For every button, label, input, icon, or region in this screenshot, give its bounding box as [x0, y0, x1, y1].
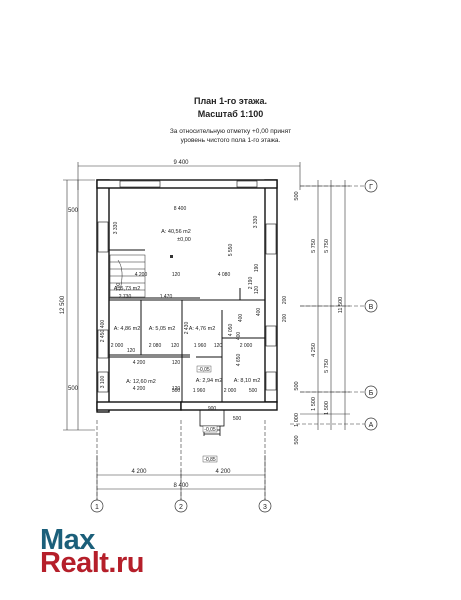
svg-text:2 450: 2 450 [100, 330, 106, 343]
svg-text:500: 500 [172, 388, 181, 394]
svg-text:4 050: 4 050 [228, 324, 234, 337]
dim-bottom-right: 4 200 [215, 469, 231, 475]
dim-bottom-overall: 8 400 [173, 483, 189, 489]
axis-label-g: Г [369, 184, 373, 191]
svg-text:5 750: 5 750 [324, 239, 330, 253]
svg-text:5 750: 5 750 [324, 359, 330, 373]
svg-text:2 080: 2 080 [149, 343, 162, 349]
svg-text:5 750: 5 750 [311, 239, 317, 253]
svg-text:120: 120 [172, 386, 181, 392]
axis-marker-v [364, 299, 378, 313]
dim-bottom-left: 4 200 [131, 469, 147, 475]
svg-text:4 200: 4 200 [135, 272, 148, 278]
svg-text:1 960: 1 960 [193, 388, 206, 394]
svg-text:500: 500 [233, 416, 242, 422]
level-mark-3: -0,85 [204, 457, 216, 463]
axis-marker-2 [174, 499, 188, 513]
svg-text:3 100: 3 100 [100, 376, 106, 389]
wall-bottom-left [96, 401, 182, 411]
svg-text:1 000: 1 000 [294, 413, 300, 427]
room-level-living: ±0,00 [177, 237, 191, 243]
room-area-2: A: 5,05 m2 [149, 326, 176, 332]
svg-text:2 000: 2 000 [240, 343, 253, 349]
svg-text:2 430: 2 430 [184, 322, 190, 335]
axis-marker-b [364, 385, 378, 399]
room-area-1: A: 4,86 m2 [114, 326, 141, 332]
svg-text:5 550: 5 550 [228, 244, 234, 257]
svg-text:1 470: 1 470 [160, 294, 173, 300]
svg-text:400: 400 [256, 308, 262, 317]
center-marker [170, 255, 173, 258]
dim-left-small-2: 500 [68, 386, 79, 392]
room-area-4: A: 8,10 m2 [234, 378, 261, 384]
dim-top-overall: 9 400 [173, 160, 189, 166]
svg-text:2 730: 2 730 [119, 294, 132, 300]
wall-top [96, 179, 278, 189]
svg-text:4 080: 4 080 [218, 272, 231, 278]
svg-text:3 330: 3 330 [253, 216, 259, 229]
svg-text:1 500: 1 500 [324, 401, 330, 415]
svg-text:400: 400 [100, 320, 106, 329]
svg-text:500: 500 [249, 388, 258, 394]
svg-text:3 330: 3 330 [113, 222, 119, 235]
svg-text:8 400: 8 400 [174, 206, 187, 212]
wall-bottom-right [180, 401, 278, 411]
svg-text:120: 120 [172, 360, 181, 366]
plan-note-line1: За относительную отметку +0,00 принят [169, 128, 292, 135]
svg-text:400: 400 [236, 332, 242, 341]
svg-text:4 200: 4 200 [133, 386, 146, 392]
svg-text:2 190: 2 190 [248, 277, 254, 290]
svg-text:500: 500 [294, 381, 300, 390]
room-area-living: A: 40,56 m2 [161, 229, 191, 235]
svg-text:4 650: 4 650 [236, 354, 242, 367]
staircase [109, 254, 146, 298]
axis-label-v: В [369, 304, 374, 311]
svg-text:100: 100 [116, 283, 122, 292]
plan-scale: Масштаб 1:100 [197, 109, 264, 119]
watermark-line1: Max [40, 524, 95, 556]
svg-text:500: 500 [294, 435, 300, 444]
svg-text:2 000: 2 000 [111, 343, 124, 349]
axis-label-2: 2 [179, 504, 183, 511]
wall-right [264, 179, 278, 403]
dim-left-overall: 12 500 [60, 295, 66, 314]
svg-text:4 200: 4 200 [133, 360, 146, 366]
svg-text:190: 190 [254, 264, 260, 273]
svg-text:4 250: 4 250 [311, 343, 317, 357]
level-mark-2: -0,05 [204, 427, 216, 433]
svg-text:120: 120 [127, 348, 136, 354]
svg-text:200: 200 [282, 314, 288, 323]
svg-text:120: 120 [171, 343, 180, 349]
svg-text:2 000: 2 000 [224, 388, 237, 394]
svg-text:1 500: 1 500 [311, 397, 317, 411]
room-area-3: A: 4,76 m2 [189, 326, 216, 332]
axis-marker-1 [90, 499, 104, 513]
svg-text:500: 500 [294, 191, 300, 200]
svg-text:1 960: 1 960 [194, 343, 207, 349]
axis-label-3: 3 [263, 504, 267, 511]
svg-text:400: 400 [238, 314, 244, 323]
svg-text:900: 900 [208, 406, 217, 412]
room-area-stair: A: 5,73 m2 [114, 286, 141, 292]
svg-text:11 500: 11 500 [338, 297, 344, 313]
watermark-line2: Realt.ru [40, 547, 144, 579]
dim-left-small-1: 500 [68, 208, 79, 214]
plan-title: План 1-го этажа. [193, 96, 268, 106]
svg-text:120: 120 [214, 343, 223, 349]
axis-label-1: 1 [95, 504, 99, 511]
axis-label-a: А [369, 422, 374, 429]
plan-note-line2: уровень чистого пола 1-го этажа. [180, 137, 281, 144]
room-area-5: A: 12,60 m2 [126, 379, 156, 385]
svg-text:200: 200 [282, 296, 288, 305]
axis-marker-3 [258, 499, 272, 513]
room-area-6: A: 2,94 m2 [196, 378, 223, 384]
axis-marker-g [364, 179, 378, 193]
svg-text:120: 120 [254, 286, 260, 295]
level-mark-1: -0,05 [198, 367, 210, 373]
svg-text:120: 120 [172, 272, 181, 278]
axis-label-b: Б [369, 390, 374, 397]
